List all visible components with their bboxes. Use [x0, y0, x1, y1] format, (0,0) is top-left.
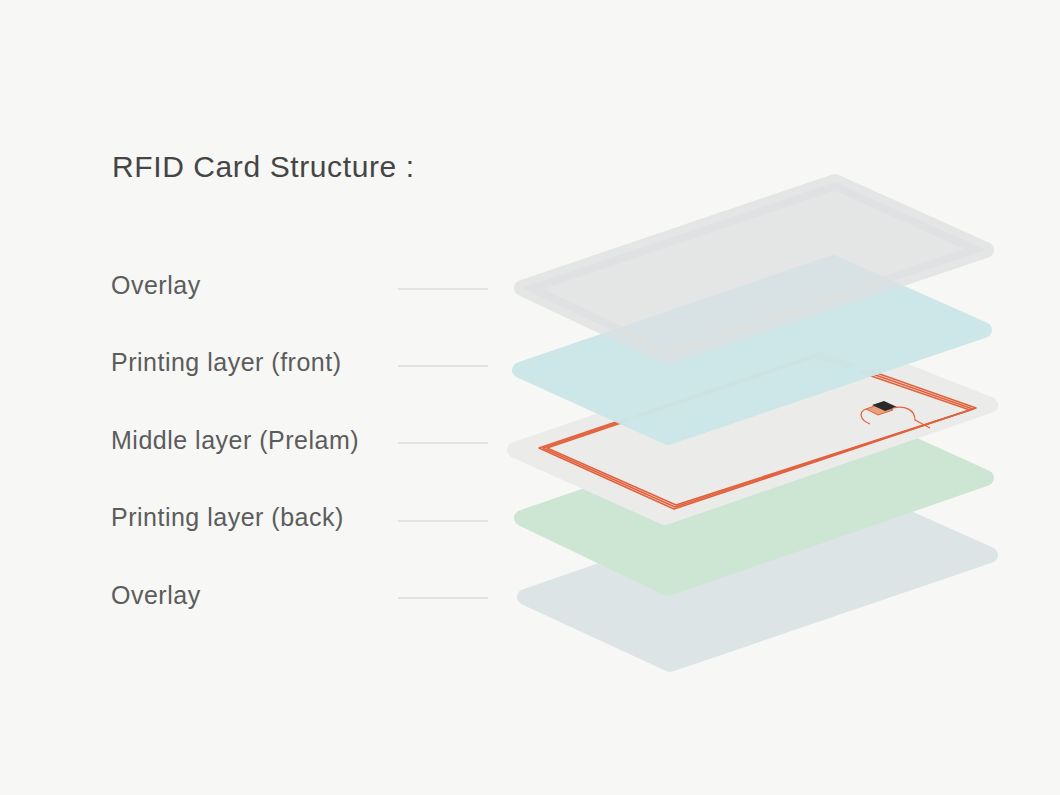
chip [861, 401, 930, 428]
layer-label: Overlay [111, 580, 201, 610]
leader-line [398, 597, 488, 598]
layer-label: Printing layer (back) [111, 502, 344, 532]
overlay-card [522, 182, 986, 357]
layer-label: Printing layer (front) [111, 347, 342, 377]
leader-line [398, 288, 488, 289]
leader-line [398, 442, 488, 443]
leader-line [398, 520, 488, 521]
layer-label: Middle layer (Prelam) [111, 425, 359, 455]
layer-label: Overlay [111, 270, 201, 300]
title: RFID Card Structure : [112, 149, 415, 185]
leader-lines [398, 289, 488, 598]
leader-line [398, 365, 488, 366]
